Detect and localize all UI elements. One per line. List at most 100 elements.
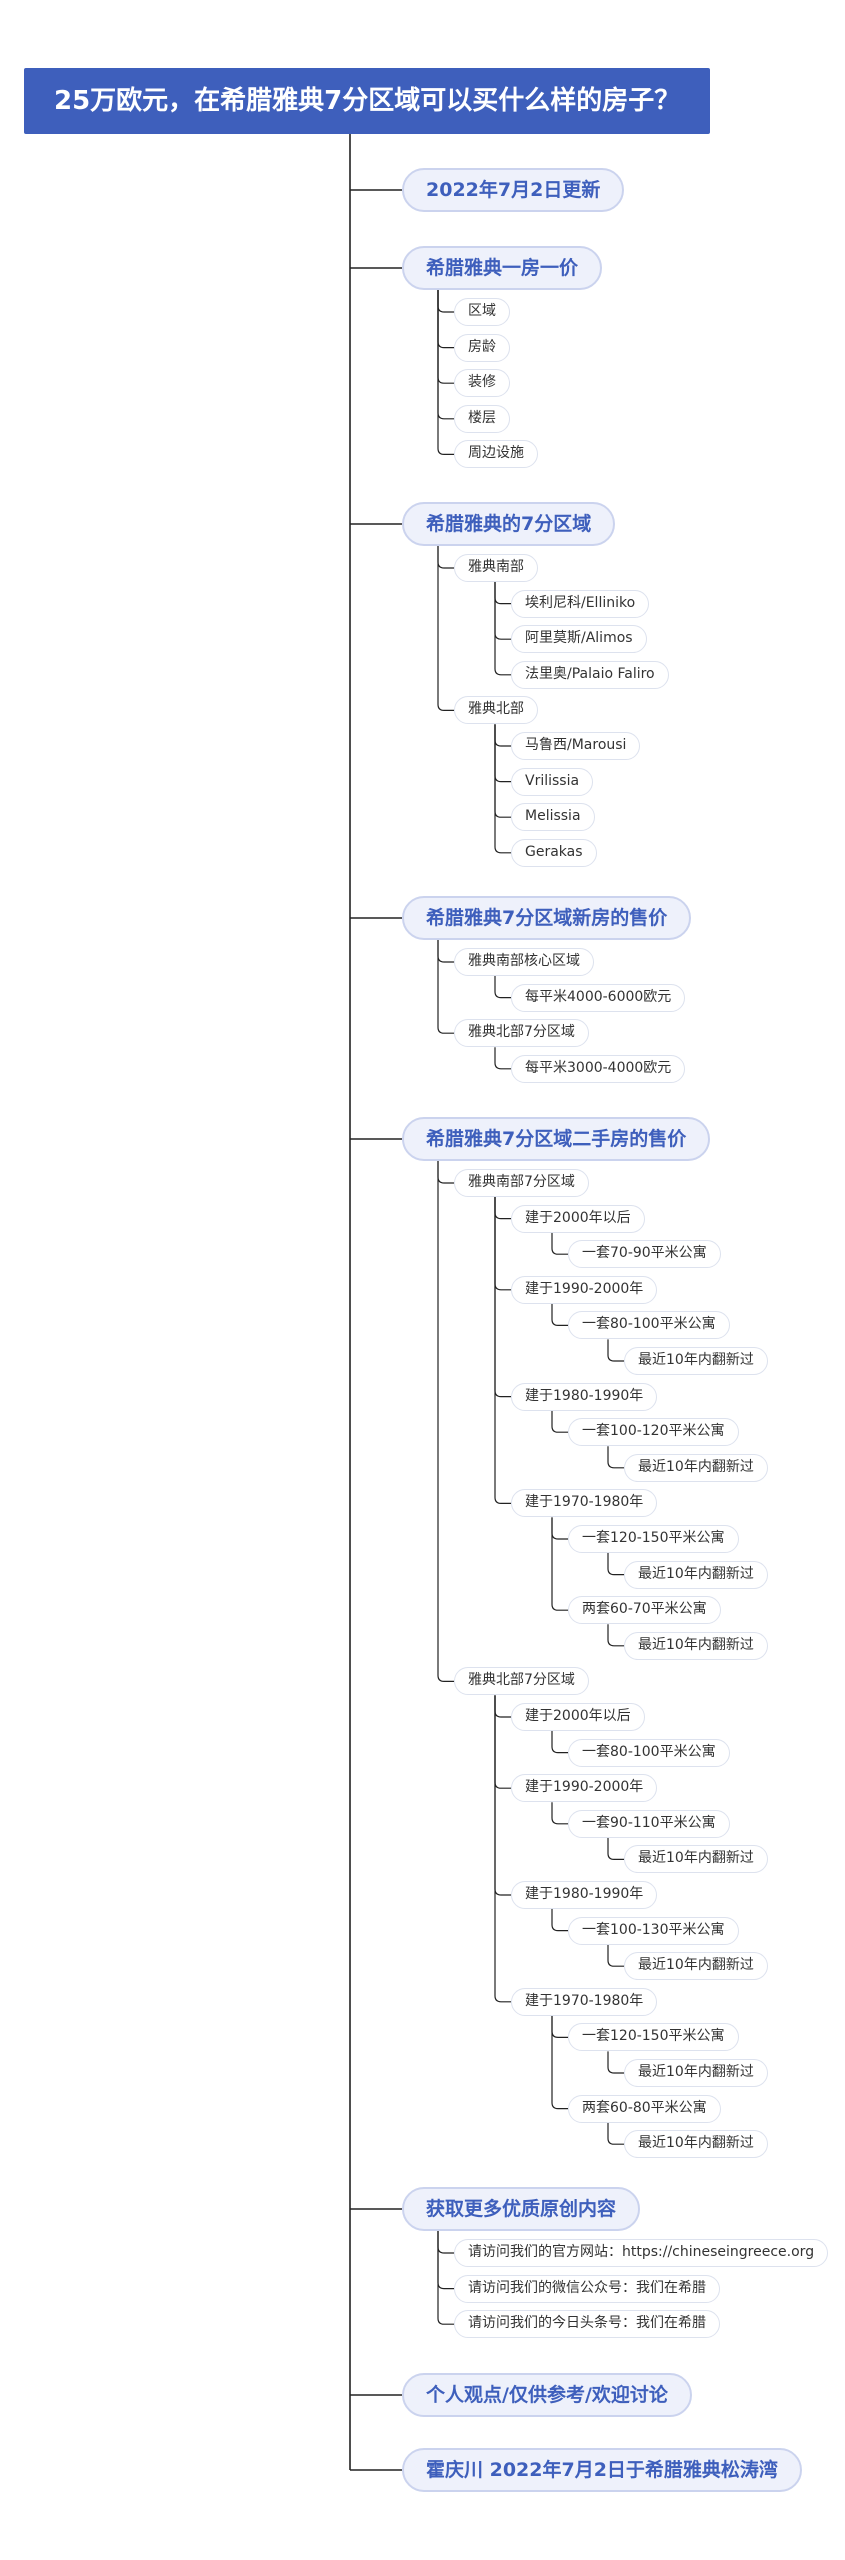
connector-line [494, 976, 511, 999]
connector-line [551, 1410, 568, 1433]
subtopic-detail[interactable]: 每平米3000-4000欧元 [511, 1054, 686, 1083]
subtopic-detail[interactable]: 法里奥/Palaio Faliro [511, 660, 669, 689]
subtopic-detail[interactable]: 马鲁西/Marousi [511, 732, 641, 760]
connector-line [437, 1161, 454, 1682]
main-topic[interactable]: 霍庆川 2022年7月2日于希腊雅典松涛湾 [402, 2448, 802, 2492]
subtopic-detail[interactable]: 一套100-120平米公寓 [568, 1418, 739, 1447]
connector-line [551, 1731, 568, 1754]
connector-line [494, 724, 511, 747]
subtopic-detail[interactable]: 每平米4000-6000欧元 [511, 983, 686, 1012]
connector-line [607, 2122, 624, 2145]
main-topic[interactable]: 希腊雅典的7分区域 [402, 502, 616, 546]
connector-line [551, 1909, 568, 1932]
subtopic[interactable]: 雅典南部核心区域 [454, 948, 594, 976]
connector-line [437, 290, 454, 420]
connector-line [551, 2015, 568, 2110]
connector-line [437, 1161, 454, 1184]
connector-line [437, 546, 454, 569]
connector-line [551, 1802, 568, 1825]
subtopic-detail[interactable]: 一套80-100平米公寓 [568, 1311, 730, 1340]
connector-line [551, 1303, 568, 1326]
subtopic[interactable]: 区域 [454, 298, 510, 326]
subtopic[interactable]: 周边设施 [454, 440, 538, 469]
main-topic[interactable]: 希腊雅典7分区域二手房的售价 [402, 1117, 711, 1161]
connector-line [494, 1695, 511, 1789]
subtopic-detail[interactable]: 建于1970-1980年 [511, 1987, 658, 2016]
subtopic[interactable]: 雅典北部7分区域 [454, 1019, 589, 1048]
subtopic[interactable]: 雅典南部7分区域 [454, 1169, 589, 1197]
connector-line [607, 1624, 624, 1647]
subtopic-detail[interactable]: 建于1980-1990年 [511, 1881, 658, 1909]
connector-line [607, 1339, 624, 1362]
main-topic[interactable]: 个人观点/仅供参考/欢迎讨论 [402, 2373, 692, 2417]
subtopic-detail[interactable]: 阿里莫斯/Alimos [511, 625, 647, 654]
subtopic[interactable]: 楼层 [454, 404, 510, 433]
connector-line [494, 1695, 511, 1896]
subtopic-detail[interactable]: 最近10年内翻新过 [624, 2059, 768, 2087]
main-topic[interactable]: 希腊雅典7分区域新房的售价 [402, 896, 692, 940]
subtopic-detail[interactable]: 埃利尼科/Elliniko [511, 589, 650, 618]
connector-line [437, 290, 454, 313]
subtopic-detail[interactable]: 建于1980-1990年 [511, 1382, 658, 1411]
connector-line [494, 1197, 511, 1220]
subtopic-detail[interactable]: 最近10年内翻新过 [624, 1952, 768, 1981]
subtopic-detail[interactable]: 最近10年内翻新过 [624, 1631, 768, 1660]
subtopic[interactable]: 请访问我们的今日头条号：我们在希腊 [454, 2310, 720, 2339]
connector-line [494, 724, 511, 818]
connector-line [551, 1232, 568, 1255]
connector-line [437, 546, 454, 711]
subtopic[interactable]: 请访问我们的官方网站：https://chineseingreece.org [454, 2239, 829, 2267]
connector-line [437, 2231, 454, 2290]
subtopic[interactable]: 装修 [454, 369, 510, 398]
main-topic[interactable]: 希腊雅典一房一价 [402, 246, 603, 290]
subtopic-detail[interactable]: 最近10年内翻新过 [624, 1347, 768, 1375]
subtopic[interactable]: 房龄 [454, 333, 510, 362]
connector-line [494, 1197, 511, 1504]
connector-line [437, 2231, 454, 2325]
subtopic-detail[interactable]: 建于1990-2000年 [511, 1275, 658, 1304]
subtopic-detail[interactable]: 一套80-100平米公寓 [568, 1738, 730, 1767]
subtopic-detail[interactable]: 两套60-70平米公寓 [568, 1596, 721, 1625]
connector-line [437, 940, 454, 1034]
connector-line [437, 2231, 454, 2254]
subtopic-detail[interactable]: 一套120-150平米公寓 [568, 1525, 739, 1553]
subtopic-detail[interactable]: 最近10年内翻新过 [624, 1453, 768, 1482]
connector-line [494, 724, 511, 783]
main-topic[interactable]: 2022年7月2日更新 [402, 168, 625, 212]
subtopic[interactable]: 雅典北部 [454, 696, 538, 725]
subtopic-detail[interactable]: Vrilissia [511, 767, 594, 796]
subtopic-detail[interactable]: Gerakas [511, 838, 597, 867]
connector-line [437, 940, 454, 963]
subtopic[interactable]: 请访问我们的微信公众号：我们在希腊 [454, 2274, 720, 2303]
subtopic-detail[interactable]: 建于1970-1980年 [511, 1489, 658, 1518]
main-topic[interactable]: 获取更多优质原创内容 [402, 2187, 641, 2231]
connector-line [607, 1944, 624, 1967]
connector-line [494, 724, 511, 854]
connector-line [607, 1837, 624, 1860]
connector-line [607, 1553, 624, 1576]
connector-line [494, 1047, 511, 1070]
subtopic-detail[interactable]: 建于2000年以后 [511, 1204, 645, 1233]
connector-line [494, 1695, 511, 1718]
subtopic[interactable]: 雅典南部 [454, 554, 538, 582]
subtopic[interactable]: 雅典北部7分区域 [454, 1667, 589, 1696]
connector-line [437, 290, 454, 384]
subtopic-detail[interactable]: 一套90-110平米公寓 [568, 1809, 730, 1838]
subtopic-detail[interactable]: 最近10年内翻新过 [624, 2130, 768, 2159]
subtopic-detail[interactable]: 建于1990-2000年 [511, 1774, 658, 1803]
subtopic-detail[interactable]: 一套100-130平米公寓 [568, 1916, 739, 1945]
connector-line [494, 1197, 511, 1291]
subtopic-detail[interactable]: 最近10年内翻新过 [624, 1845, 768, 1874]
subtopic-detail[interactable]: 最近10年内翻新过 [624, 1560, 768, 1589]
root-topic[interactable]: 25万欧元，在希腊雅典7分区域可以买什么样的房子？ [24, 68, 711, 134]
subtopic-detail[interactable]: Melissia [511, 803, 595, 832]
subtopic-detail[interactable]: 一套70-90平米公寓 [568, 1240, 721, 1269]
connector-line [494, 582, 511, 676]
subtopic-detail[interactable]: 两套60-80平米公寓 [568, 2094, 721, 2123]
connector-line [607, 2051, 624, 2074]
subtopic-detail[interactable]: 建于2000年以后 [511, 1703, 645, 1731]
connector-line [494, 582, 511, 605]
subtopic-detail[interactable]: 一套120-150平米公寓 [568, 2023, 739, 2052]
